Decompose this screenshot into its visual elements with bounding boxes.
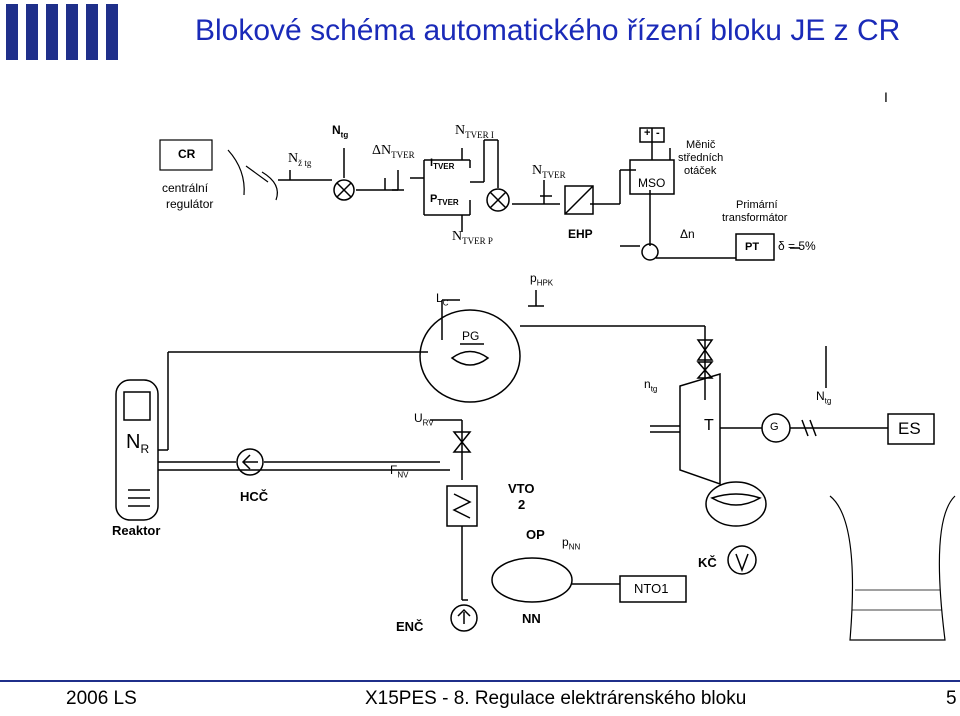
n-tg-2-label: ntg (644, 377, 658, 394)
f-nv-label: FNV (390, 463, 409, 480)
cooling-tower (829, 495, 956, 641)
p-tver-label: PTVER (430, 193, 459, 208)
enc-pump-icon (450, 604, 478, 632)
feed-valve (452, 431, 472, 453)
es-label: ES (898, 419, 921, 438)
n-tver-p-label: NTVER P (452, 229, 493, 246)
pg-label: PG (462, 329, 480, 343)
primarni-label-1: Primární (736, 199, 778, 211)
nto1-box (619, 575, 687, 603)
menic-label-3: otáček (684, 165, 717, 177)
footer-center: X15PES - 8. Regulace elektrárenského blo… (365, 688, 747, 709)
page-title: Blokové schéma automatického řízení blok… (195, 14, 901, 47)
menic-label-1: Měnič (686, 139, 716, 151)
pt-box (735, 233, 775, 261)
nr-label: NR (126, 431, 150, 456)
steam-generator (419, 309, 521, 403)
motor-valve-icon (641, 243, 659, 261)
hcc-label: HCČ (240, 489, 269, 504)
turbine (679, 372, 721, 486)
op-label: OP (526, 527, 545, 542)
cr-caption-1: centrální (162, 181, 209, 195)
ehp-box (564, 185, 594, 215)
g-label: G (770, 421, 779, 433)
n-tg-3-label: Ntg (816, 389, 832, 406)
mso-label: MSO (638, 176, 666, 190)
menic-label-2: středních (678, 152, 724, 164)
delta-n-label: Δn (680, 227, 695, 241)
university-logo (6, 4, 134, 60)
primarni-label-2: transformátor (722, 212, 788, 224)
t-label: T (704, 417, 714, 434)
reaktor-label: Reaktor (112, 523, 161, 538)
vto-label-1: VTO (508, 481, 535, 496)
delta-pct-label: δ = 5% (778, 239, 816, 253)
antenna-icon (227, 149, 245, 196)
enc-label: ENČ (396, 619, 424, 634)
turbine-valve (696, 339, 714, 361)
junction-1 (333, 179, 355, 201)
n-tg-label: Ntg (332, 123, 349, 140)
u-rv-label: URV (414, 411, 434, 428)
l-c-label: LC (436, 291, 449, 308)
cr-box (159, 139, 213, 171)
n-z-tg-label: Nž tg (288, 151, 312, 168)
n-tver-label: NTVER (532, 163, 566, 180)
kc-pump-icon (727, 545, 757, 575)
vto-label-2: 2 (518, 497, 526, 512)
plus-label: + (644, 127, 651, 139)
nto1-label: NTO1 (634, 581, 669, 596)
main-condenser (705, 481, 767, 527)
cr-label: CR (178, 147, 196, 161)
p-nn-label: pNN (562, 535, 581, 552)
footer-rule (0, 680, 960, 682)
cr-caption-2: regulátor (166, 197, 214, 211)
ehp-label: EHP (568, 227, 593, 241)
footer-page: 5 (946, 688, 957, 709)
i-tver-label: ITVER (430, 157, 455, 172)
corner-mark: I (884, 89, 888, 105)
pt-label: PT (745, 241, 760, 253)
junction-2 (486, 188, 510, 212)
condenser (491, 557, 573, 603)
minus-label: - (656, 127, 660, 139)
hcc-pump-icon (236, 448, 264, 476)
delta-n-tver-label: ΔNTVER (372, 143, 415, 160)
kc-label: KČ (698, 555, 717, 570)
footer-left: 2006 LS (66, 688, 137, 709)
nn-label: NN (522, 611, 541, 626)
es-box (887, 413, 935, 445)
n-tver-i-label: NTVER I (455, 123, 494, 140)
p-hpk-label: pHPK (530, 271, 554, 288)
